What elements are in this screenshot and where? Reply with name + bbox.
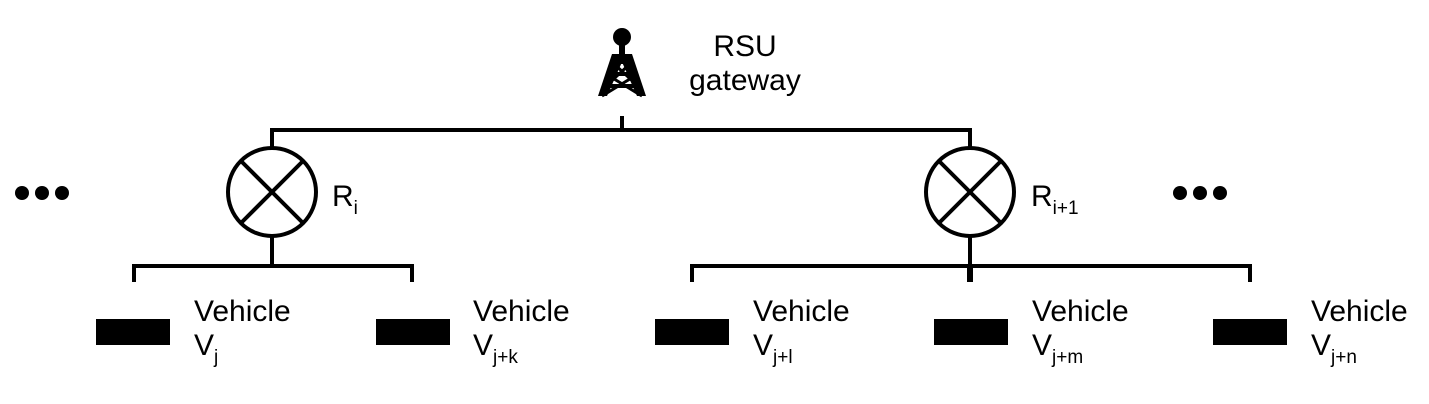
ellipsis-right xyxy=(1173,186,1227,200)
vehicle-block xyxy=(376,319,450,345)
vehicle-label: Vehicle Vj+l xyxy=(753,295,850,368)
antenna-tower-icon xyxy=(598,28,646,98)
gateway-label-line2: gateway xyxy=(689,64,801,97)
router-label-sub: i+1 xyxy=(1052,198,1079,219)
vehicle-block xyxy=(655,319,729,345)
vehicle-label: Vehicle Vj+k xyxy=(473,295,570,368)
router-label-i1: Ri+1 xyxy=(1031,180,1079,219)
vehicle-block xyxy=(1213,319,1287,345)
vehicle-label: Vehicle Vj+m xyxy=(1032,295,1129,368)
vehicle-label: Vehicle Vj xyxy=(194,295,291,368)
router-x-icon xyxy=(226,146,318,238)
router-label-sub: i xyxy=(353,198,358,219)
connection-lines xyxy=(132,116,1252,282)
vehicle-block xyxy=(96,319,170,345)
router-x-icon xyxy=(924,146,1016,238)
gateway-label: RSU gateway xyxy=(670,30,820,98)
vehicle-blocks xyxy=(96,319,1287,345)
gateway-label-line1: RSU xyxy=(713,30,777,63)
vehicle-label: Vehicle Vj+n xyxy=(1311,295,1408,368)
vehicle-block xyxy=(934,319,1008,345)
ellipsis-left xyxy=(15,186,69,200)
router-label-i: Ri xyxy=(332,180,358,219)
